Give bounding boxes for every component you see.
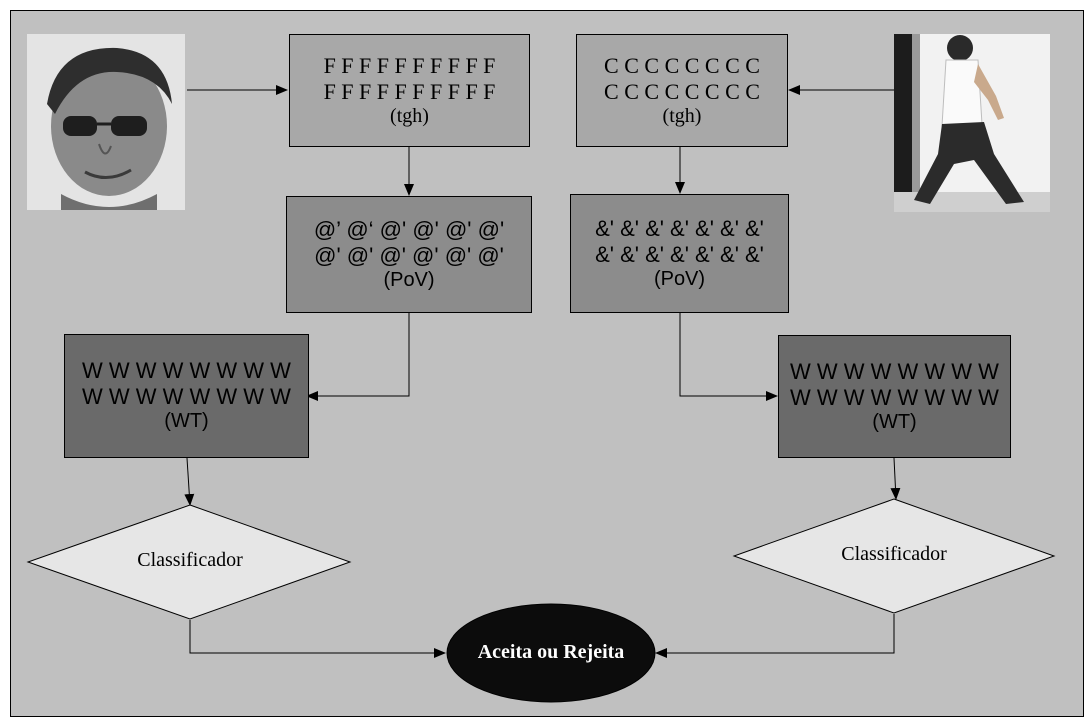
left-wt-box: W W W W W W W W W W W W W W W W (WT) [64, 334, 309, 458]
right-feature-box: C C C C C C C C C C C C C C C C (tgh) [576, 34, 788, 147]
gait-photo [894, 34, 1050, 212]
right-feature-caption: (tgh) [662, 104, 702, 127]
left-wt-line-2: W W W W W W W W [82, 384, 291, 410]
arrow-wt-to-classifier-right [890, 457, 901, 500]
right-feature-line-2: C C C C C C C C [604, 78, 760, 104]
left-feature-line-2: F F F F F F F F F F [323, 78, 496, 104]
left-pov-caption: (PoV) [383, 268, 435, 291]
left-feature-caption: (tgh) [390, 104, 429, 127]
arrow-classifier-right-to-decision [655, 614, 895, 658]
left-classifier-label: Classificador [137, 549, 243, 571]
arrow-pov-to-wt-right [679, 313, 778, 401]
decision-oval [446, 603, 656, 703]
right-pov-line-1: &' &' &' &' &' &' &' [595, 215, 764, 241]
decision-label: Aceita ou Rejeita [477, 641, 625, 663]
arrow-pov-to-wt-left [306, 313, 410, 401]
left-feature-line-1: F F F F F F F F F F [323, 52, 496, 78]
left-classifier-diamond [26, 504, 352, 620]
right-wt-line-2: W W W W W W W W [790, 384, 999, 410]
right-feature-line-1: C C C C C C C C [604, 52, 760, 78]
left-wt-caption: (WT) [164, 410, 209, 433]
left-pov-line-2: @' @' @' @' @' @' [314, 242, 504, 268]
right-wt-caption: (WT) [872, 410, 917, 433]
left-pov-line-1: @’ @‘ @' @' @' @' [313, 216, 505, 242]
left-wt-line-1: W W W W W W W W [82, 358, 291, 384]
right-wt-box: W W W W W W W W W W W W W W W W (WT) [778, 335, 1011, 458]
arrow-wt-to-classifier-left [184, 457, 195, 506]
right-pov-line-2: &' &' &' &' &' &' &' [595, 241, 764, 267]
right-pov-box: &' &' &' &' &' &' &' &' &' &' &' &' &' &… [570, 194, 789, 313]
left-pov-box: @’ @‘ @' @' @' @' @' @' @' @' @' @' (PoV… [286, 196, 532, 313]
right-wt-line-1: W W W W W W W W [790, 358, 999, 384]
right-pov-caption: (PoV) [653, 267, 706, 290]
right-classifier-diamond [732, 498, 1056, 614]
arrow-classifier-left-to-decision [189, 620, 446, 658]
left-feature-box: F F F F F F F F F F F F F F F F F F F F … [289, 34, 530, 147]
face-photo [27, 34, 185, 210]
right-classifier-label: Classificador [841, 543, 947, 565]
